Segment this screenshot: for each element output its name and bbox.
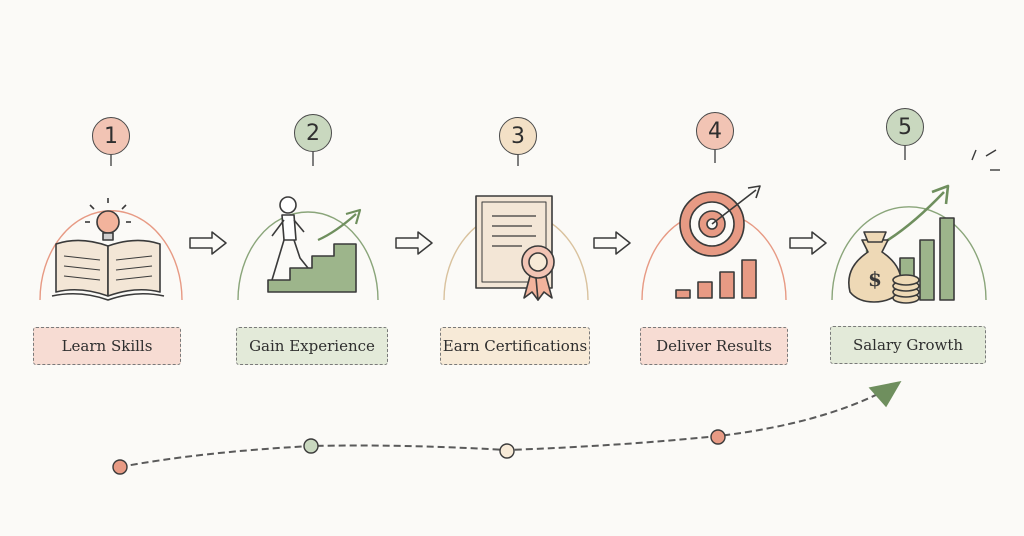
path-dot-2 [303, 438, 319, 454]
arrow-3-4 [593, 231, 631, 255]
step-5-number: 5 [886, 108, 924, 146]
path-dot-4 [710, 429, 726, 445]
svg-text:$: $ [868, 267, 882, 291]
step-1-number: 1 [92, 117, 130, 155]
arrow-1-2 [189, 231, 227, 255]
path-dot-1 [112, 459, 128, 475]
person-climbing-stairs-icon [267, 196, 362, 293]
step-2-number: 2 [294, 114, 332, 152]
step-4-number: 4 [696, 112, 734, 150]
certificate-icon [475, 195, 555, 301]
open-book-lightbulb-icon [51, 198, 165, 301]
step-2-arc [237, 211, 379, 301]
target-bar-chart-icon [675, 185, 761, 299]
arrow-4-5 [789, 231, 827, 255]
arrow-2-3 [395, 231, 433, 255]
step-5-arc [831, 206, 987, 301]
step-3-label: Earn Certifications [440, 327, 590, 365]
progress-path [112, 380, 902, 475]
step-1-label: Learn Skills [33, 327, 181, 365]
step-2-label: Gain Experience [236, 327, 388, 365]
path-dot-3 [499, 443, 515, 459]
step-4-label: Deliver Results [640, 327, 788, 365]
step-5-label: Salary Growth [830, 326, 986, 364]
step-3-number: 3 [499, 117, 537, 155]
money-bag-growth-icon: $ [848, 149, 1000, 304]
